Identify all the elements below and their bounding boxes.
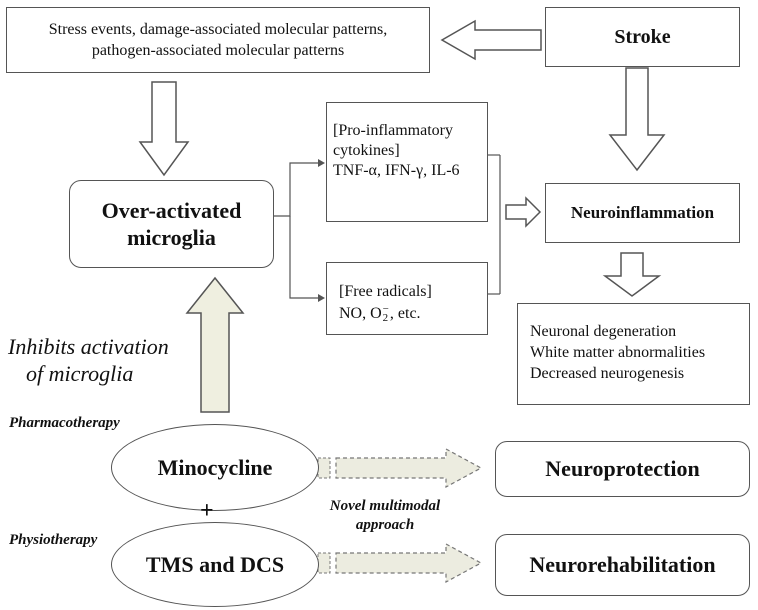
neuroinflammation-box: Neuroinflammation [545,183,740,243]
novel-approach-label: Novel multimodal approach [320,497,450,535]
minocycline-label: Minocycline [157,454,273,480]
stroke-to-stimuli-arrow [440,19,542,61]
neuroprotection-label: Neuroprotection [545,456,700,481]
radicals-line-2: NO, O−2, etc. [339,303,487,325]
minocycline-ellipse: Minocycline [111,424,319,511]
dashed-arrow-neuroprotection [317,447,483,489]
physiotherapy-label: Physiotherapy [9,532,98,548]
pharmacotherapy-label: Pharmacotherapy [9,415,120,431]
inhibits-line-2: of microglia [26,361,134,386]
outcome-neurogenesis: Decreased neurogenesis [530,365,685,382]
stroke-to-neuroinflammation-arrow [608,67,666,172]
cytokines-box: [Pro-inflammatory cytokines] TNF-α, IFN-… [326,102,488,222]
neurorehabilitation-label: Neurorehabilitation [529,552,716,577]
radicals-branch-line [289,216,318,299]
novel-line-2: approach [355,517,415,533]
neuroinflammation-to-outcomes-arrow [602,252,662,297]
neuroprotection-box: Neuroprotection [495,441,750,497]
cytokines-arrowhead [318,159,325,167]
outcome-white-matter: White matter abnormalities [530,344,706,361]
plus-sign: + [200,498,214,524]
tms-dcs-label: TMS and DCS [145,551,285,577]
cytokines-line-1: [Pro-inflammatory [333,122,453,139]
neurorehabilitation-box: Neurorehabilitation [495,534,750,596]
neuroinflammation-label: Neuroinflammation [570,203,715,222]
radicals-no-text: NO, O [339,305,382,322]
inhibits-label: Inhibits activation of microglia [8,333,169,387]
outcomes-box: Neuronal degeneration White matter abnor… [517,303,750,405]
stimuli-line-2: pathogen-associated molecular patterns [91,42,345,59]
inhibits-up-arrow [185,276,245,413]
cytokines-line-3: TNF-α, IFN-γ, IL-6 [333,162,460,179]
microglia-line-1: Over-activated [101,198,242,223]
radicals-rest-text: , etc. [389,305,421,322]
stroke-box: Stroke [545,7,740,67]
microglia-line-2: microglia [127,225,216,250]
cytokines-line-2: cytokines] [333,142,400,159]
dashed-arrow-neurorehabilitation [317,542,483,584]
radicals-arrowhead [318,294,325,302]
stimuli-box: Stress events, damage-associated molecul… [6,7,430,73]
stroke-label: Stroke [614,25,671,48]
microglia-branch-line [274,162,318,217]
outcome-neuronal-degeneration: Neuronal degeneration [530,323,677,340]
superoxide-sup: − [382,303,389,316]
stimuli-to-microglia-arrow [138,81,190,177]
stimuli-line-1: Stress events, damage-associated molecul… [48,21,388,38]
superoxide-sub: 2 [382,312,389,325]
microglia-box: Over-activated microglia [69,180,274,268]
novel-line-1: Novel multimodal [329,498,441,514]
radicals-line-1: [Free radicals] [339,283,432,300]
inhibits-line-1: Inhibits activation [8,334,169,359]
radicals-box: [Free radicals] NO, O−2, etc. [326,262,488,335]
tms-dcs-ellipse: TMS and DCS [111,522,319,607]
to-neuroinflammation-arrow [505,196,542,228]
